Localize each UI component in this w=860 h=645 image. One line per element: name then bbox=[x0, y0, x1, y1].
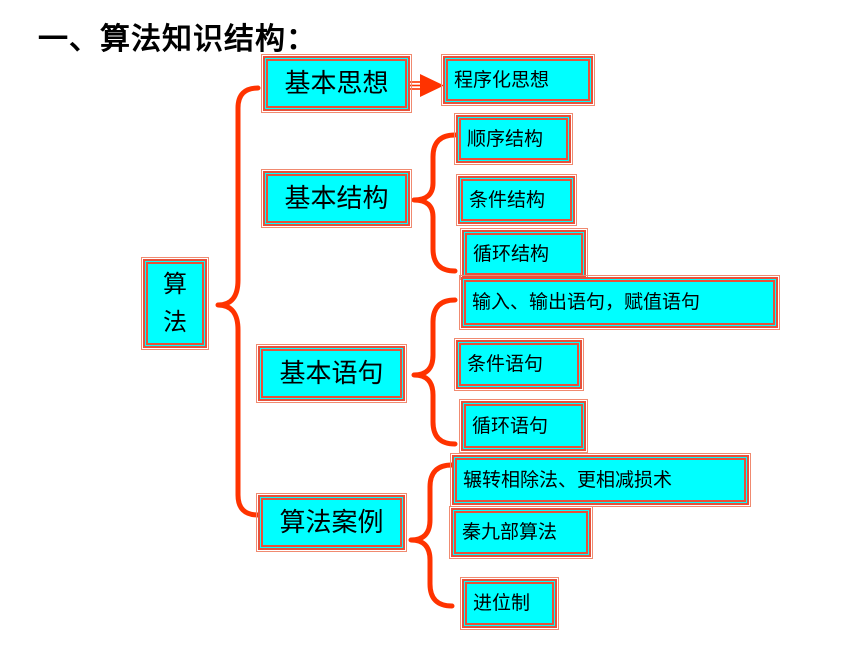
category-basic-structure: 基本结构 bbox=[261, 169, 412, 228]
arrow-head bbox=[420, 74, 444, 97]
root-label-2: 法 bbox=[163, 307, 187, 336]
node-programmatic-thinking: 程序化思想 bbox=[441, 54, 595, 106]
root-label-1: 算 bbox=[163, 270, 187, 299]
root-node: 算 法 bbox=[141, 257, 209, 350]
category-basic-statement: 基本语句 bbox=[256, 344, 407, 403]
statement-brace bbox=[411, 297, 458, 447]
node-loop-structure: 循环结构 bbox=[460, 228, 588, 280]
node-conditional-structure: 条件结构 bbox=[456, 174, 577, 226]
node-sequence-structure: 顺序结构 bbox=[454, 113, 573, 165]
case-brace bbox=[408, 462, 455, 609]
page-title: 一、算法知识结构： bbox=[38, 22, 317, 57]
node-qin-jiushao-algorithm: 秦九部算法 bbox=[449, 506, 593, 559]
node-io-assignment-statement: 输入、输出语句，赋值语句 bbox=[459, 275, 780, 330]
category-basic-idea: 基本思想 bbox=[261, 54, 412, 113]
node-loop-statement: 循环语句 bbox=[459, 399, 588, 453]
structure-brace bbox=[411, 132, 458, 274]
node-conditional-statement: 条件语句 bbox=[454, 338, 584, 391]
category-algorithm-cases: 算法案例 bbox=[256, 493, 407, 552]
main-brace bbox=[215, 85, 261, 518]
node-euclid-method: 辗转相除法、更相减损术 bbox=[450, 453, 751, 507]
node-number-base-system: 进位制 bbox=[460, 577, 559, 630]
